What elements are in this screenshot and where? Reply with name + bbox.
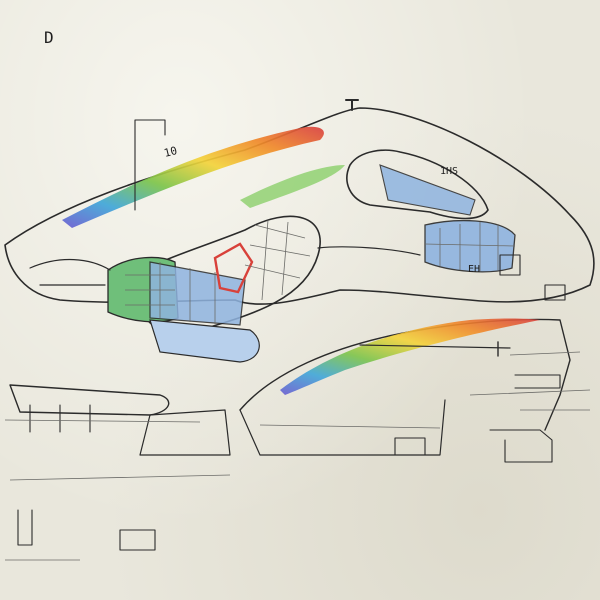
dimension-marks: [17, 119, 566, 551]
annotation-upper-right: 1HS: [440, 166, 458, 177]
lower-deck: [9, 384, 170, 416]
rainbow-streak-lower: [280, 318, 540, 395]
annotation-lower-right: EH: [468, 264, 480, 275]
cockpit-module-right: [317, 149, 516, 273]
annotation-upper-left: 10: [163, 144, 179, 160]
engine-module-left: [107, 215, 321, 363]
rainbow-streak-upper: [62, 126, 324, 228]
corner-mark: D: [44, 28, 54, 47]
